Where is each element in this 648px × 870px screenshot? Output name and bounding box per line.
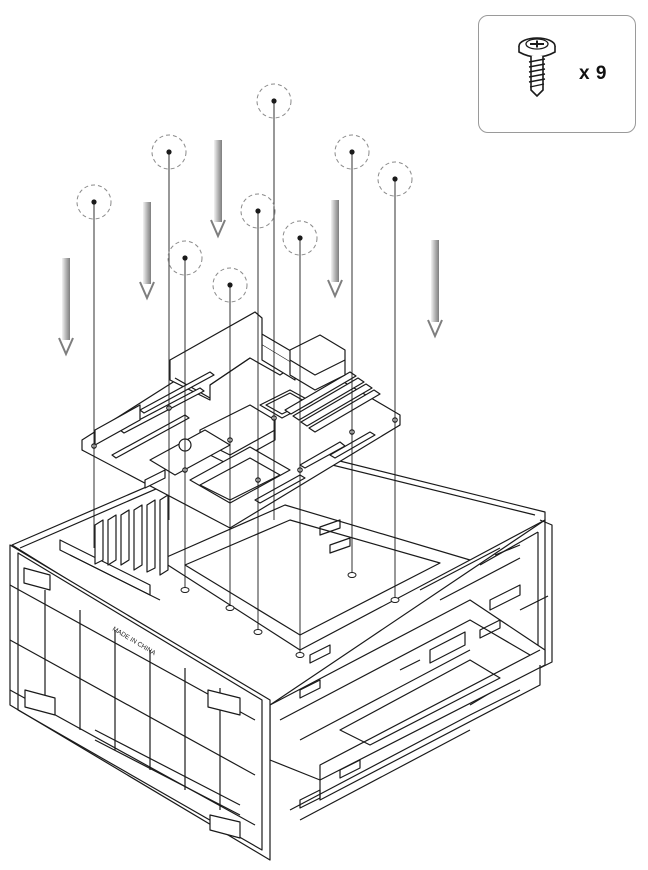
down-arrow-icon: [58, 258, 74, 357]
down-arrow-icon: [427, 240, 443, 339]
standoffs: [180, 572, 400, 658]
screw-marker-icon: [167, 240, 203, 276]
ram-slots: [284, 371, 381, 433]
screw-marker-icon: [256, 83, 292, 119]
motherboard: [81, 311, 401, 529]
screw-guide-lines: [93, 102, 396, 655]
down-arrow-icon: [139, 202, 155, 301]
screw-marker-icon: [212, 267, 248, 303]
screw-marker-icon: [76, 184, 112, 220]
case-chassis: [9, 439, 553, 861]
screw-marker-icon: [282, 220, 318, 256]
screw-marker-icon: [151, 134, 187, 170]
down-arrows: [58, 140, 443, 357]
screw-icon: [518, 37, 556, 98]
screw-marker-icon: [377, 161, 413, 197]
pcie-slots: [111, 371, 215, 459]
screw-quantity-label: x 9: [579, 63, 607, 84]
pci-slot-brackets: [94, 494, 169, 576]
screw-marker-icon: [334, 134, 370, 170]
down-arrow-icon: [327, 200, 343, 299]
screw-markers: [76, 83, 413, 303]
screw-marker-icon: [240, 193, 276, 229]
down-arrow-icon: [210, 140, 226, 239]
parts-callout-box: x 9: [478, 15, 636, 133]
